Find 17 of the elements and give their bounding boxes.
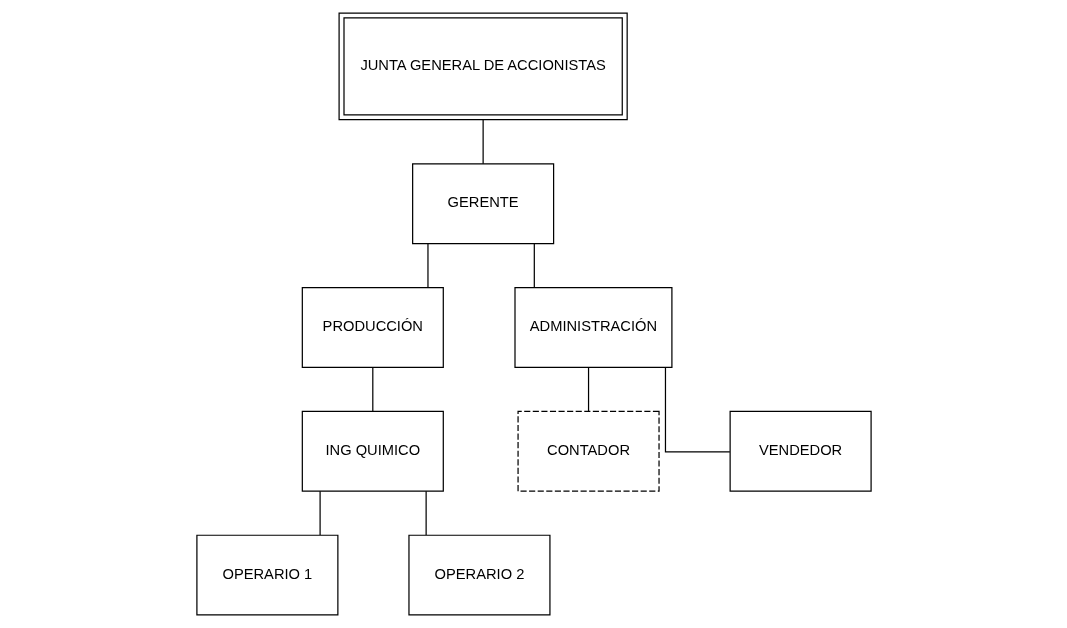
connector [664,366,730,453]
node-box: OPERARIO 2 [407,534,551,616]
connector [587,366,589,412]
connector [371,366,373,412]
node-box: ING QUIMICO [301,410,444,492]
node-box: CONTADOR [516,410,660,492]
connector [426,242,429,288]
node-box: VENDEDOR [729,410,872,492]
connector [482,119,484,165]
node-box: OPERARIO 1 [195,534,338,616]
connector [533,242,535,288]
node-box: JUNTA GENERAL DE ACCIONISTAS [338,12,628,121]
node-box: ADMINISTRACIÓN [513,287,672,368]
node-box: PRODUCCIÓN [301,287,444,368]
node-box: GERENTE [411,163,554,245]
connector [425,490,427,536]
connector [319,490,321,536]
